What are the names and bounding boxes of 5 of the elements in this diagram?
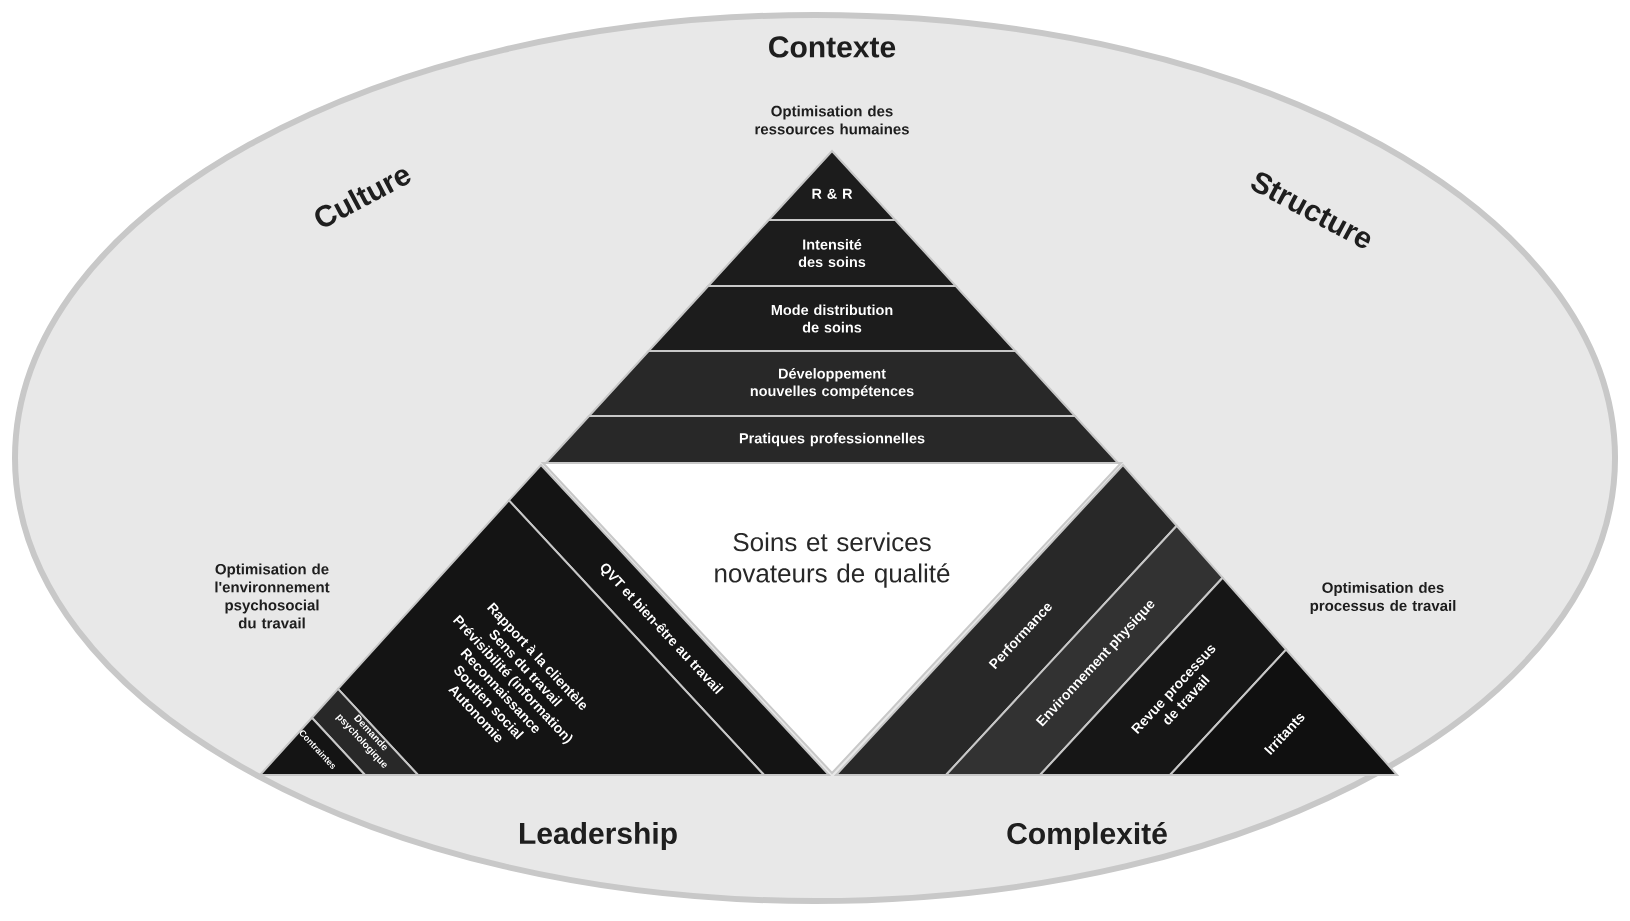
caption-text: Optimisation des processus de travail bbox=[1310, 582, 1456, 614]
caption-text: Optimisation des ressources humaines bbox=[755, 105, 909, 135]
heading-text: Leadership bbox=[520, 822, 677, 850]
heading-text: Complexité bbox=[1007, 821, 1167, 851]
heading-text: Contexte bbox=[769, 36, 896, 58]
